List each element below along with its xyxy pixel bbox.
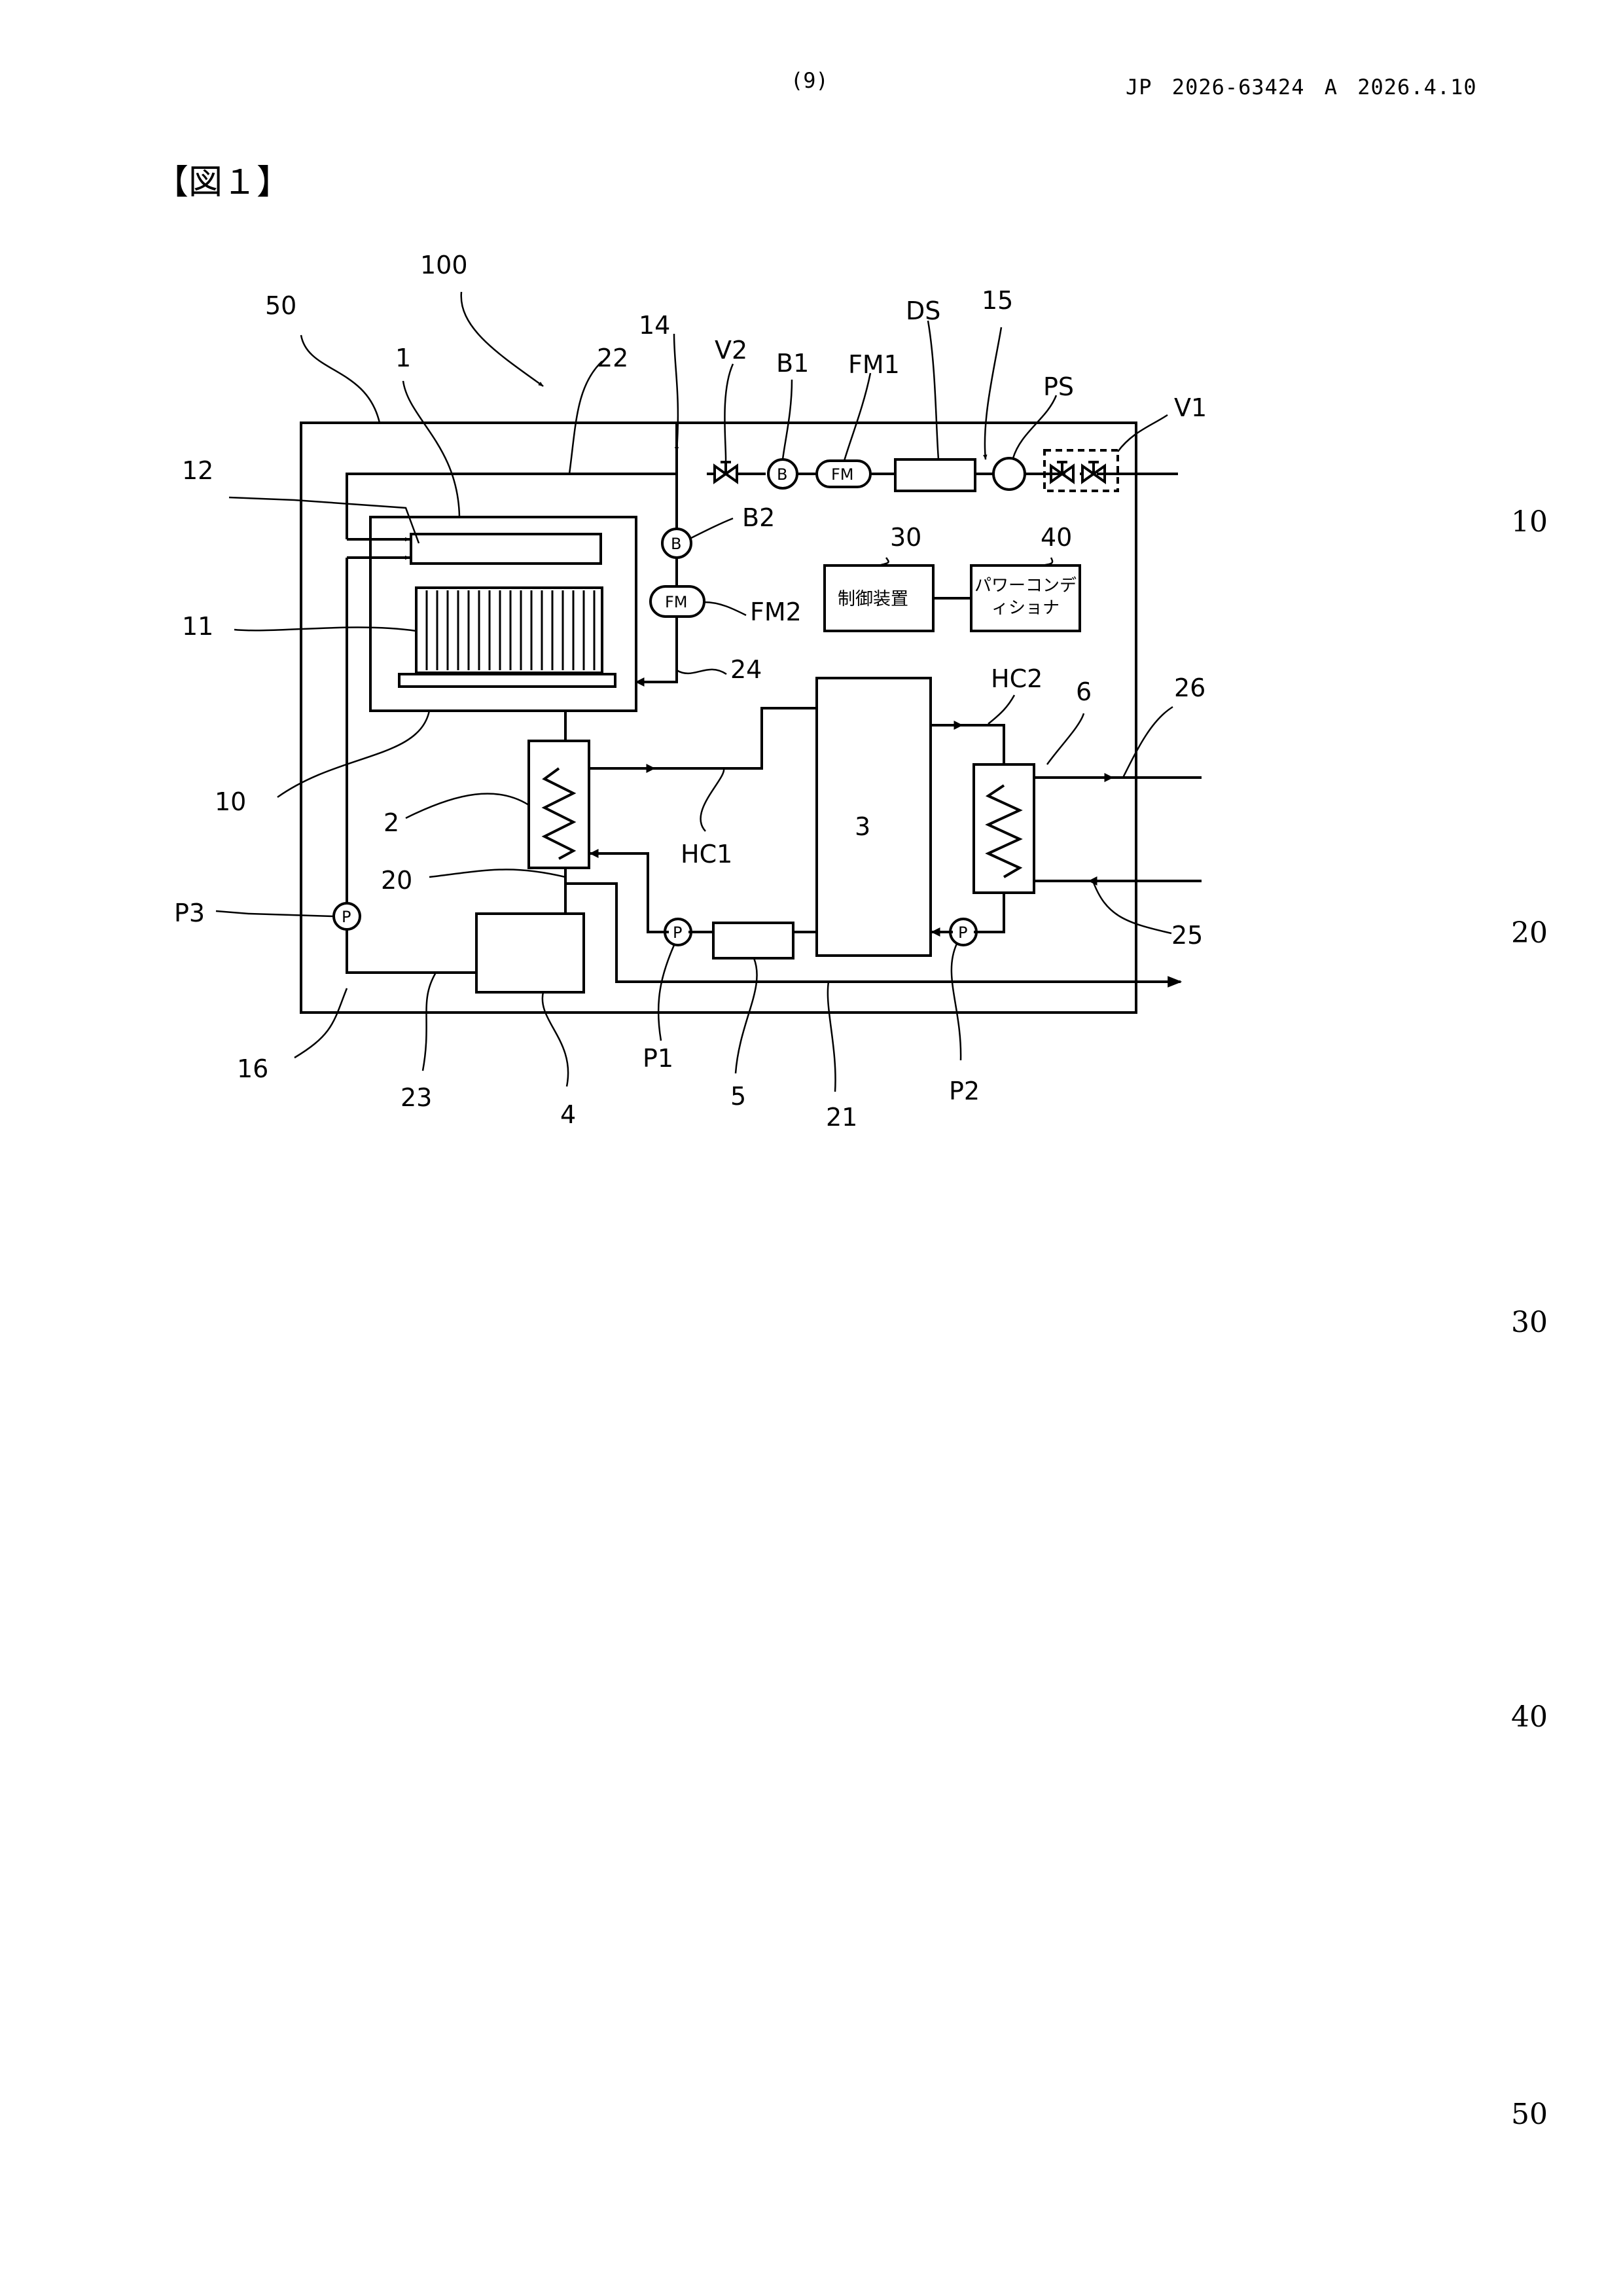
reformer-12 [411, 534, 601, 564]
label-V1: V1 [1174, 393, 1207, 422]
label-12: 12 [182, 456, 213, 485]
label-15: 15 [982, 286, 1013, 315]
label-2: 2 [383, 808, 399, 837]
hc2-out [931, 725, 1004, 764]
label-22: 22 [597, 344, 628, 372]
label-16: 16 [237, 1054, 268, 1083]
label-FM2: FM2 [750, 598, 802, 626]
valve-V1-a [1051, 462, 1073, 482]
hc1-return [589, 853, 669, 932]
branch-24 [640, 558, 677, 682]
label-P2: P2 [949, 1077, 980, 1105]
manifold [399, 674, 615, 687]
label-21: 21 [826, 1103, 857, 1132]
desulfurizer-DS [895, 459, 975, 491]
coil-2 [544, 768, 573, 859]
heat-exchanger-2 [529, 741, 589, 868]
label-B1: B1 [776, 349, 809, 378]
label-50: 50 [265, 291, 296, 320]
label-4: 4 [560, 1100, 576, 1129]
label-PS: PS [1043, 372, 1074, 401]
pressure-sensor-PS [993, 458, 1025, 490]
valve-V1-b [1082, 462, 1105, 482]
label-100: 100 [420, 251, 468, 279]
label-25: 25 [1171, 921, 1203, 950]
label-1: 1 [395, 344, 411, 372]
label-10: 10 [215, 787, 246, 816]
label-40: 40 [1041, 523, 1072, 552]
label-5: 5 [730, 1082, 746, 1111]
label-14: 14 [639, 311, 670, 340]
label-3: 3 [855, 812, 870, 841]
b2-symbol-text: B [671, 535, 681, 553]
controller-text: 制御装置 [838, 589, 908, 609]
tank-3 [817, 678, 931, 956]
valve-V2 [715, 462, 737, 482]
label-HC1: HC1 [681, 840, 732, 869]
hc1-out [589, 708, 817, 768]
heat-exchanger-6 [974, 764, 1034, 893]
label-P1: P1 [643, 1044, 673, 1073]
fm1-symbol-text: FM [831, 465, 854, 484]
label-26: 26 [1174, 673, 1205, 702]
line-23 [347, 558, 476, 973]
label-11: 11 [182, 612, 213, 641]
label-30: 30 [890, 523, 921, 552]
label-HC2: HC2 [991, 664, 1043, 693]
label-20: 20 [381, 866, 412, 895]
label-23: 23 [401, 1083, 432, 1112]
label-B2: B2 [742, 503, 775, 532]
filter-5 [713, 923, 793, 958]
cell-stack-fins [427, 590, 594, 670]
label-6: 6 [1076, 677, 1092, 706]
label-FM1: FM1 [848, 350, 900, 379]
device-4 [476, 914, 584, 992]
label-DS: DS [906, 296, 940, 325]
coil-6 [988, 785, 1020, 877]
label-24: 24 [730, 655, 762, 684]
p3-symbol-text: P [342, 908, 351, 926]
p1-symbol-text: P [673, 924, 682, 942]
b1-symbol-text: B [777, 465, 787, 484]
label-P3: P3 [174, 899, 205, 927]
fm2-symbol-text: FM [665, 593, 688, 611]
power-conditioner-text: パワーコンディショナ [974, 571, 1077, 619]
label-V2: V2 [715, 336, 747, 365]
p2-symbol-text: P [958, 924, 967, 942]
